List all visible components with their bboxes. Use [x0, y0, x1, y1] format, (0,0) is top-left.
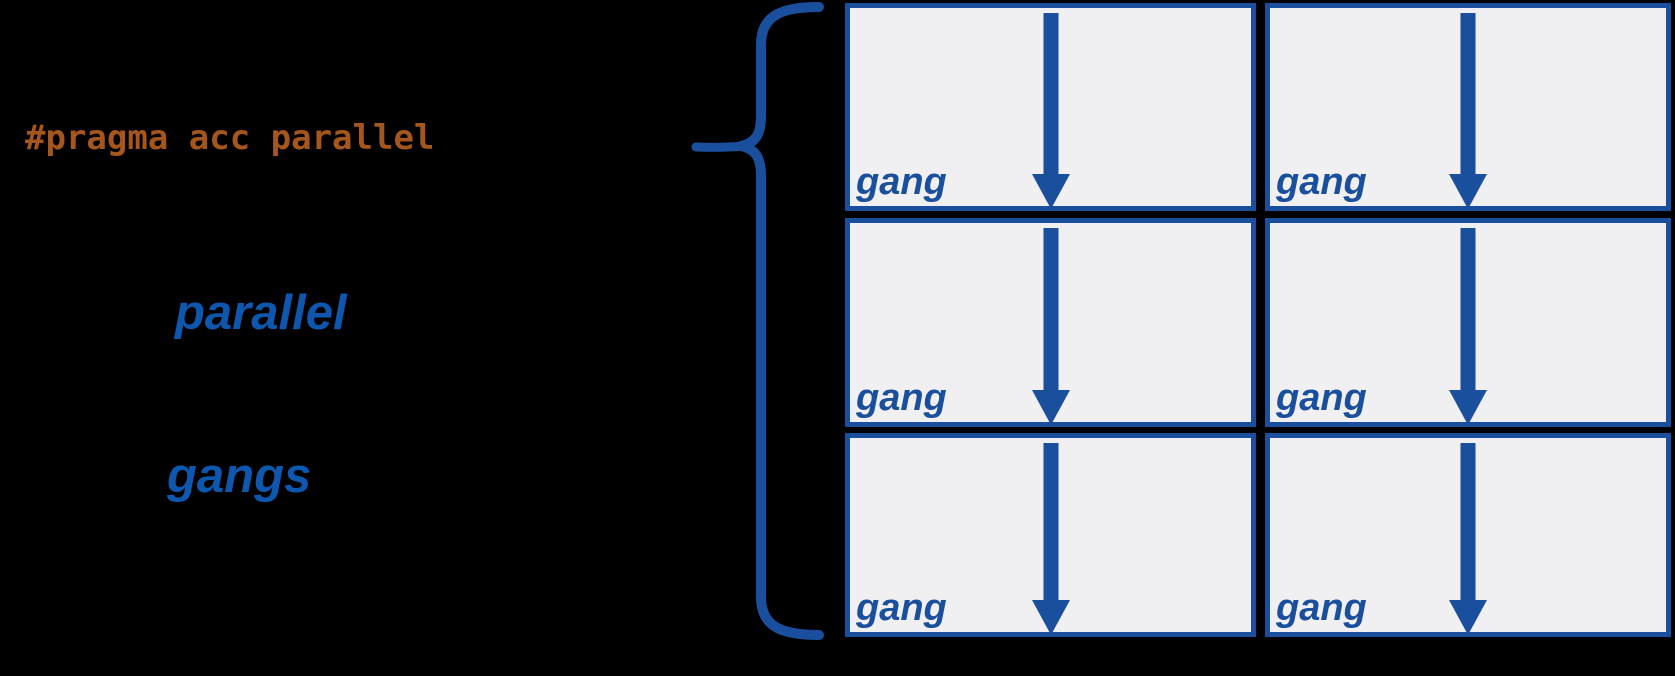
down-arrow-icon: [1449, 13, 1487, 209]
gang-box: gang: [845, 433, 1256, 637]
arrow-head: [1449, 174, 1487, 209]
arrow-head: [1031, 390, 1070, 425]
arrow-shaft: [1043, 13, 1058, 176]
down-arrow-icon: [1449, 228, 1487, 425]
gang-label: gang: [1276, 161, 1367, 203]
gang-label: gang: [856, 587, 947, 629]
gang-label: gang: [1276, 587, 1367, 629]
left-curly-brace-icon: [736, 2, 824, 640]
arrow-head: [1449, 600, 1487, 635]
gang-box: gang: [845, 3, 1256, 211]
down-arrow-icon: [1031, 13, 1070, 209]
arrow-shaft: [1043, 228, 1058, 392]
gang-label: gang: [1276, 377, 1367, 419]
gang-label: gang: [856, 377, 947, 419]
gang-box: gang: [845, 218, 1256, 427]
gang-box: gang: [1265, 3, 1671, 211]
gang-box: gang: [1265, 218, 1671, 427]
pragma-code-text: #pragma acc parallel: [25, 118, 435, 158]
arrow-shaft: [1460, 13, 1476, 176]
down-arrow-icon: [1031, 228, 1070, 425]
arrow-head: [1031, 174, 1070, 209]
arrow-shaft: [1043, 443, 1058, 602]
down-arrow-icon: [1449, 443, 1487, 635]
down-arrow-icon: [1031, 443, 1070, 635]
gang-box: gang: [1265, 433, 1671, 637]
keyword-gangs: gangs: [167, 449, 312, 503]
arrow-shaft: [1460, 443, 1476, 602]
arrow-shaft: [1460, 228, 1476, 392]
arrow-head: [1031, 600, 1070, 635]
keyword-parallel: parallel: [175, 286, 347, 340]
arrow-head: [1449, 390, 1487, 425]
gang-label: gang: [856, 161, 947, 203]
